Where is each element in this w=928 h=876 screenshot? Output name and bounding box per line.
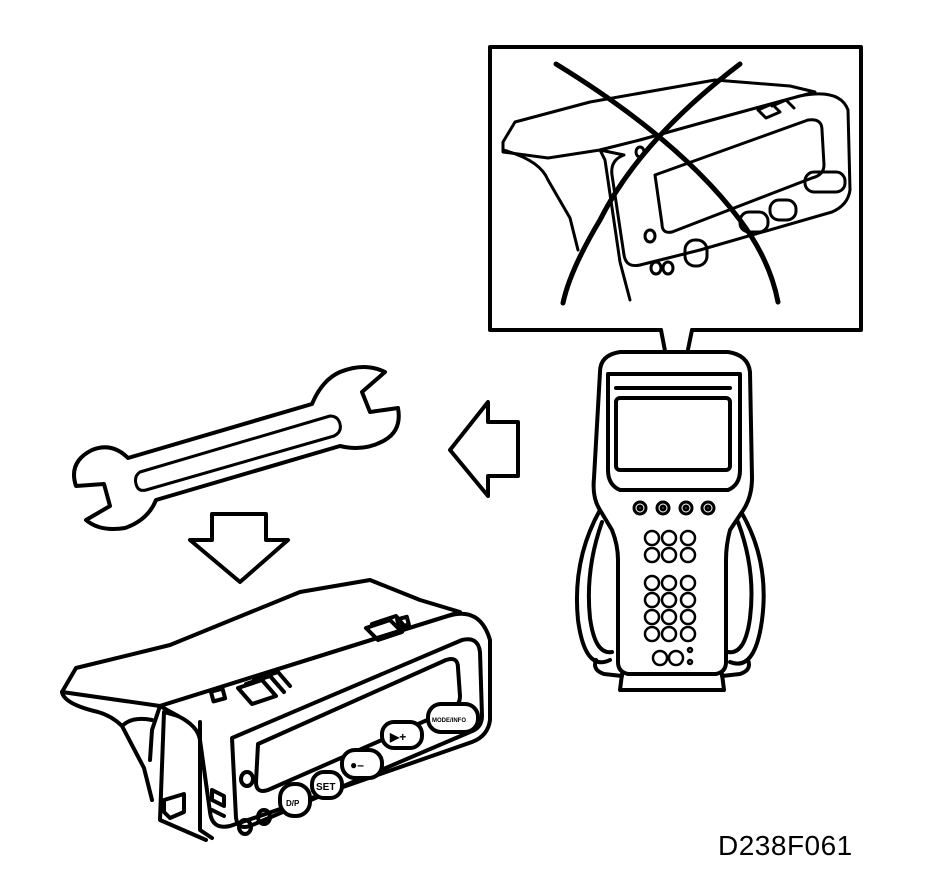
figure-reference-code: D238F061 [718,830,853,861]
main-unit [60,578,492,842]
unit-button-minus [340,748,384,780]
tester-body [591,350,754,676]
arrow-down-icon [188,512,290,584]
callout-box [488,45,863,410]
cross-out-icon [560,61,743,306]
unit-knob [239,770,255,788]
unit-button-plus [380,720,424,750]
button-label-dp: D/P [286,799,300,808]
button-label-plus: ▶+ [389,730,406,744]
unit-button-set [310,770,344,800]
callout-unit [501,78,852,302]
unit-knob [237,818,253,836]
tester-strap-right [728,508,766,666]
tester-keypad [643,529,697,667]
button-label-set: SET [316,782,335,793]
button-label-minus: ●– [350,758,364,772]
tester-function-keys [632,500,716,516]
arrow-left-icon [448,400,520,498]
unit-button-mode [426,702,480,734]
unit-knob [256,808,272,826]
button-label-mode: MODE/INFO [432,718,466,724]
callout-frame [488,45,863,332]
handheld-tester [574,350,766,692]
tester-screen [614,396,732,472]
wrench-icon [72,365,401,531]
cross-out-icon [553,61,781,305]
unit-button-dp [278,782,312,818]
